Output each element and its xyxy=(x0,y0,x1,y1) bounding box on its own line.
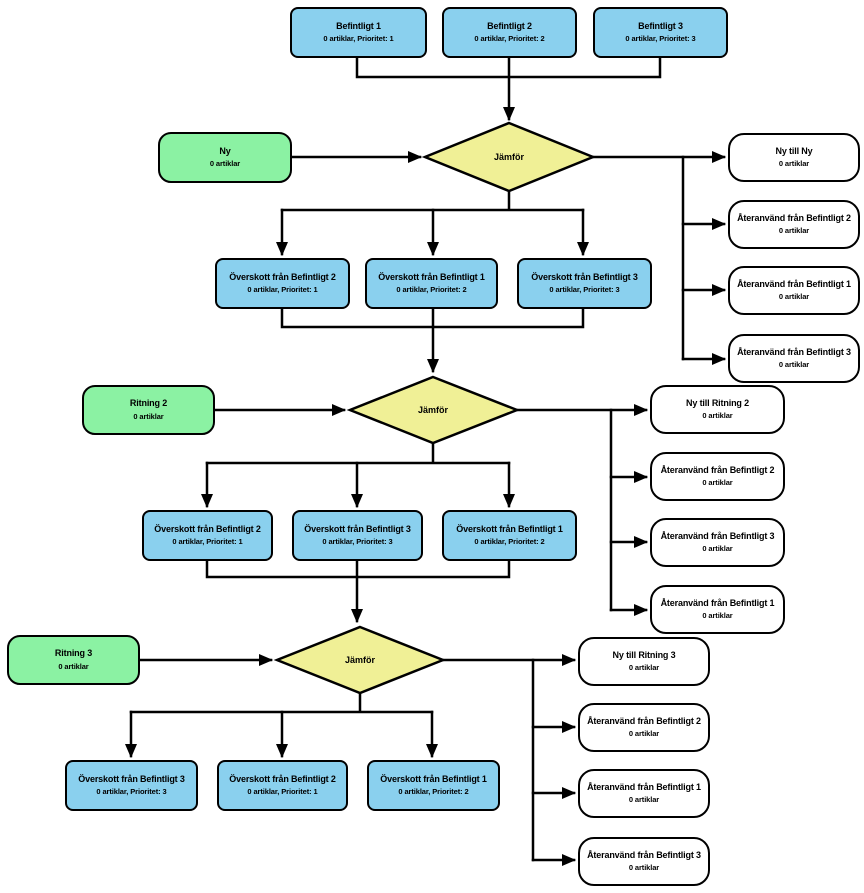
node-subtitle: 0 artiklar, Prioritet: 2 xyxy=(474,34,545,44)
node-subtitle: 0 artiklar xyxy=(778,360,810,370)
node-title: Återanvänd från Befintligt 2 xyxy=(737,212,851,223)
node-subtitle: 0 artiklar xyxy=(778,159,810,169)
node-subtitle: 0 artiklar, Prioritet: 1 xyxy=(172,537,243,547)
node-title: Återanvänd från Befintligt 2 xyxy=(587,715,701,726)
node-subtitle: 0 artiklar, Prioritet: 1 xyxy=(247,285,318,295)
node-subtitle: 0 artiklar, Prioritet: 3 xyxy=(322,537,393,547)
node-subtitle: 0 artiklar xyxy=(628,729,660,739)
node-subtitle: 0 artiklar, Prioritet: 3 xyxy=(625,34,696,44)
node-title: Återanvänd från Befintligt 3 xyxy=(587,849,701,860)
node-subtitle: 0 artiklar xyxy=(702,611,733,621)
node-subtitle: 0 artiklar, Prioritet: 2 xyxy=(398,787,469,797)
node-result-a2: Återanvänd från Befintligt 2 0 artiklar xyxy=(728,200,860,249)
node-title: Överskott från Befintligt 3 xyxy=(531,271,638,282)
node-subtitle: 0 artiklar, Prioritet: 1 xyxy=(323,34,394,44)
decision-1-label: Jämför xyxy=(493,152,525,162)
node-title: Återanvänd från Befintligt 1 xyxy=(737,278,851,289)
node-overskott-c2: Överskott från Befintligt 2 0 artiklar, … xyxy=(217,760,348,811)
node-subtitle: 0 artiklar xyxy=(702,411,733,421)
node-title: Överskott från Befintligt 1 xyxy=(378,271,485,282)
node-subtitle: 0 artiklar xyxy=(628,795,660,805)
node-title: Återanvänd från Befintligt 3 xyxy=(660,530,775,541)
node-befintligt-1: Befintligt 1 0 artiklar, Prioritet: 1 xyxy=(290,7,427,58)
node-result-b4: Återanvänd från Befintligt 1 0 artiklar xyxy=(650,585,785,634)
node-title: Överskott från Befintligt 2 xyxy=(154,523,261,534)
node-result-b2: Återanvänd från Befintligt 2 0 artiklar xyxy=(650,452,785,501)
node-title: Befintligt 3 xyxy=(638,20,683,31)
decision-diamond-3 xyxy=(273,625,447,695)
node-overskott-a3: Överskott från Befintligt 3 0 artiklar, … xyxy=(517,258,652,309)
node-title: Överskott från Befintligt 3 xyxy=(304,523,411,534)
node-befintligt-3: Befintligt 3 0 artiklar, Prioritet: 3 xyxy=(593,7,728,58)
edge-decision3-split xyxy=(129,691,434,714)
node-overskott-a1: Överskott från Befintligt 2 0 artiklar, … xyxy=(215,258,350,309)
edge-decision2-split xyxy=(205,441,511,465)
node-title: Överskott från Befintligt 2 xyxy=(229,271,336,282)
node-befintligt-2: Befintligt 2 0 artiklar, Prioritet: 2 xyxy=(442,7,577,58)
node-title: Överskott från Befintligt 1 xyxy=(380,773,487,784)
node-overskott-b3: Överskott från Befintligt 1 0 artiklar, … xyxy=(442,510,577,561)
node-title: Ritning 3 xyxy=(54,648,93,659)
node-title: Ritning 2 xyxy=(129,398,168,409)
node-overskott-a2: Överskott från Befintligt 1 0 artiklar, … xyxy=(365,258,498,309)
node-title: Återanvänd från Befintligt 3 xyxy=(737,346,851,357)
decision-3-label: Jämför xyxy=(344,655,376,665)
node-subtitle: 0 artiklar xyxy=(702,544,733,554)
node-overskott-c1: Överskott från Befintligt 3 0 artiklar, … xyxy=(65,760,198,811)
edge-decision1-split xyxy=(280,189,585,212)
node-result-c1: Ny till Ritning 3 0 artiklar xyxy=(578,637,710,686)
node-result-c4: Återanvänd från Befintligt 3 0 artiklar xyxy=(578,837,710,886)
decision-2-label: Jämför xyxy=(417,405,449,415)
decision-diamond-1 xyxy=(421,121,597,193)
node-subtitle: 0 artiklar, Prioritet: 3 xyxy=(549,285,620,295)
node-subtitle: 0 artiklar xyxy=(133,411,164,421)
node-title: Återanvänd från Befintligt 1 xyxy=(587,781,701,792)
node-subtitle: 0 artiklar xyxy=(209,159,241,169)
node-title: Ny till Ny xyxy=(775,145,813,156)
node-result-c2: Återanvänd från Befintligt 2 0 artiklar xyxy=(578,703,710,752)
node-ritning-2: Ritning 2 0 artiklar xyxy=(82,385,215,435)
node-result-b3: Återanvänd från Befintligt 3 0 artiklar xyxy=(650,518,785,567)
node-subtitle: 0 artiklar xyxy=(702,478,733,488)
node-subtitle: 0 artiklar xyxy=(58,661,89,671)
node-title: Återanvänd från Befintligt 1 xyxy=(660,597,775,608)
node-subtitle: 0 artiklar, Prioritet: 3 xyxy=(96,787,167,797)
node-title: Ny till Ritning 3 xyxy=(612,649,676,660)
node-overskott-b1: Överskott från Befintligt 2 0 artiklar, … xyxy=(142,510,273,561)
node-title: Ny till Ritning 2 xyxy=(686,397,749,408)
node-subtitle: 0 artiklar xyxy=(778,292,810,302)
node-result-a3: Återanvänd från Befintligt 1 0 artiklar xyxy=(728,266,860,315)
node-result-a4: Återanvänd från Befintligt 3 0 artiklar xyxy=(728,334,860,383)
node-result-a1: Ny till Ny 0 artiklar xyxy=(728,133,860,182)
node-title: Ny xyxy=(219,145,231,156)
node-subtitle: 0 artiklar, Prioritet: 1 xyxy=(247,787,318,797)
node-title: Befintligt 2 xyxy=(487,20,532,31)
node-overskott-c3: Överskott från Befintligt 1 0 artiklar, … xyxy=(367,760,500,811)
node-ritning-3: Ritning 3 0 artiklar xyxy=(7,635,140,685)
node-title: Återanvänd från Befintligt 2 xyxy=(660,464,775,475)
node-overskott-b2: Överskott från Befintligt 3 0 artiklar, … xyxy=(292,510,423,561)
edge-surplusA-merge xyxy=(280,306,585,329)
node-subtitle: 0 artiklar xyxy=(778,226,810,236)
node-title: Överskott från Befintligt 2 xyxy=(229,773,336,784)
node-result-c3: Återanvänd från Befintligt 1 0 artiklar xyxy=(578,769,710,818)
node-title: Överskott från Befintligt 1 xyxy=(456,523,563,534)
node-subtitle: 0 artiklar, Prioritet: 2 xyxy=(474,537,545,547)
node-title: Överskott från Befintligt 3 xyxy=(78,773,185,784)
node-subtitle: 0 artiklar xyxy=(628,663,660,673)
edge-surplusB-merge xyxy=(205,558,511,579)
node-ny: Ny 0 artiklar xyxy=(158,132,292,183)
node-title: Befintligt 1 xyxy=(336,20,381,31)
node-subtitle: 0 artiklar, Prioritet: 2 xyxy=(396,285,467,295)
node-subtitle: 0 artiklar xyxy=(628,863,660,873)
decision-diamond-2 xyxy=(346,375,521,445)
node-result-b1: Ny till Ritning 2 0 artiklar xyxy=(650,385,785,434)
